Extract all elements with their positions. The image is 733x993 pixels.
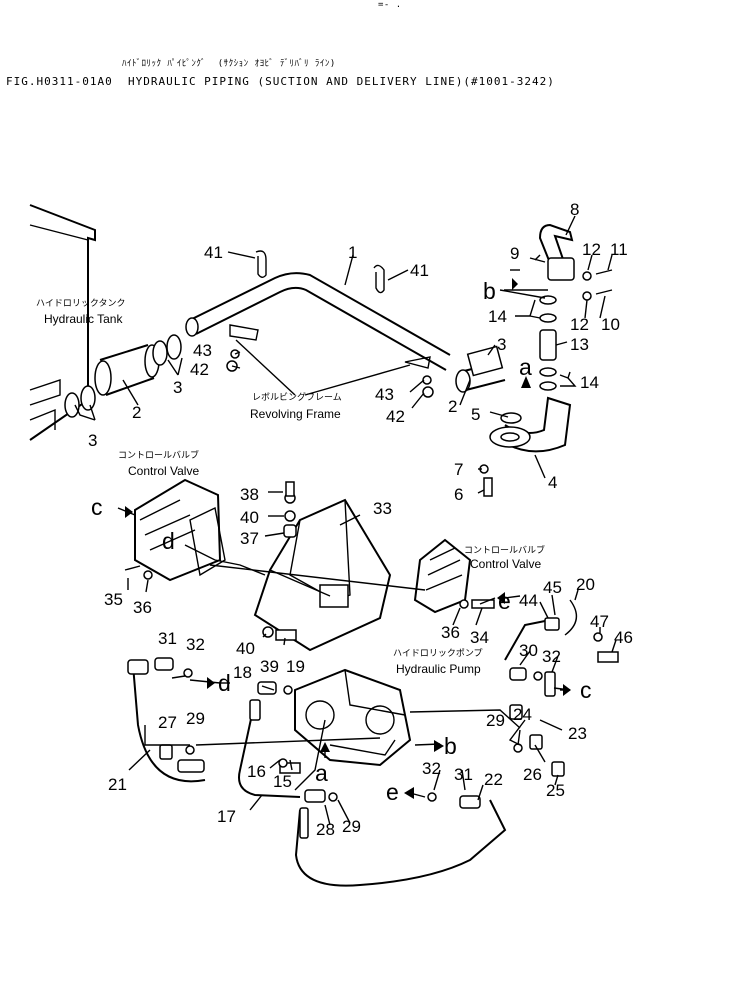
part-number: 25 [546,781,565,800]
part-number: 9 [510,244,519,263]
connection-b-pump: b [444,733,457,759]
part-number: 22 [484,770,503,789]
part-number: 8 [570,200,579,219]
part-number: 18 [233,663,252,682]
part-number: 4 [548,473,557,492]
japanese-title: ﾊｲﾄﾞﾛﾘｯｸ ﾊﾟｲﾋﾟﾝｸﾞ (ｻｸｼｮﾝ ｵﾖﾋﾞ ﾃﾞﾘﾊﾞﾘ ﾗｲﾝ… [122,59,336,69]
part-number: 16 [247,762,266,781]
frame-label: Revolving Frame [250,407,341,421]
part-number: 12 [582,240,601,259]
part-number: 3 [88,431,97,450]
part-number: 37 [240,529,259,548]
part-number: 45 [543,578,562,597]
connection-d-valve: d [162,528,175,554]
part-number: 30 [519,641,538,660]
part-number: 2 [448,397,457,416]
connection-a-pump: a [315,760,328,786]
part-number: 24 [513,705,532,724]
control-valve-right-jp-label: コントロールバルブ [464,544,545,556]
part-number: 17 [217,807,236,826]
part-number: 29 [486,711,505,730]
part-number: 21 [108,775,127,794]
tank-label: Hydraulic Tank [44,312,123,326]
part-number: 12 [570,315,589,334]
part-number: 43 [375,385,394,404]
mounting-bracket [253,481,392,652]
part-number: 40 [236,639,255,658]
part-number: 26 [523,765,542,784]
connection-c-hose: c [580,677,592,703]
hose-assembly [127,599,619,887]
frame-jp-label: レボルビングフレーム [252,391,342,403]
part-number: 3 [497,335,506,354]
part-number: 36 [441,623,460,642]
part-numbers: 1 2 2 3 3 3 4 5 6 7 8 9 10 11 12 12 13 1… [88,200,633,839]
part-number: 32 [422,759,441,778]
top-mark: =- . [378,0,402,10]
suction-pipe-assembly [64,250,506,418]
part-number: 41 [410,261,429,280]
part-number: 11 [610,240,628,259]
part-number: 31 [158,629,177,648]
connection-d-hose: d [218,670,231,696]
part-number: 15 [273,772,292,791]
part-number: 34 [470,628,489,647]
pump-jp-label: ハイドロリックポンプ [393,648,483,659]
component-labels: ハイドロリックタンク Hydraulic Tank レボルビングフレーム Rev… [36,298,545,676]
part-number: 1 [348,243,357,262]
part-number: 27 [158,713,177,732]
part-number: 28 [316,820,335,839]
connection-e-valve: e [498,588,511,614]
control-valve-right-label: Control Valve [470,557,541,571]
part-number: 40 [240,508,259,527]
part-number: 10 [601,315,620,334]
connection-c-left: c [91,494,103,520]
part-number: 5 [471,405,480,424]
part-number: 44 [519,591,538,610]
part-number: 39 [260,657,279,676]
part-number: 36 [133,598,152,617]
figure-title: FIG.H0311-01A0 HYDRAULIC PIPING (SUCTION… [6,75,555,88]
part-number: 29 [342,817,361,836]
control-valve-right [413,538,495,614]
part-number: 20 [576,575,595,594]
part-number: 19 [286,657,305,676]
part-number: 38 [240,485,259,504]
part-number: 13 [570,335,589,354]
arrowheads [125,278,571,799]
elbow-assembly [479,223,613,497]
connection-a-top: a [519,354,532,380]
part-number: 31 [454,765,473,784]
part-number: 6 [454,485,463,504]
control-valve-left-jp-label: コントロールバルブ [118,449,199,461]
control-valve-left [124,478,226,582]
part-number: 46 [614,628,633,647]
control-valve-left-label: Control Valve [128,464,199,478]
part-number: 42 [386,407,405,426]
part-number: 35 [104,590,123,609]
part-number: 41 [204,243,223,262]
connection-b-top: b [483,278,496,304]
part-number: 14 [580,373,599,392]
part-number: 2 [132,403,141,422]
part-number: 14 [488,307,507,326]
part-number: 32 [542,647,561,666]
part-number: 47 [590,612,609,631]
hydraulic-pump [294,668,412,767]
part-number: 43 [193,341,212,360]
connection-e-hose: e [386,779,399,805]
connection-letters: a b c d e d c b a e [91,278,592,805]
part-number: 32 [186,635,205,654]
part-number: 7 [454,460,463,479]
part-number: 3 [173,378,182,397]
tank-jp-label: ハイドロリックタンク [36,298,125,309]
part-number: 23 [568,724,587,743]
part-number: 33 [373,499,392,518]
pump-label: Hydraulic Pump [396,662,481,676]
part-number: 29 [186,709,205,728]
leader-lines [74,215,617,826]
part-number: 42 [190,360,209,379]
